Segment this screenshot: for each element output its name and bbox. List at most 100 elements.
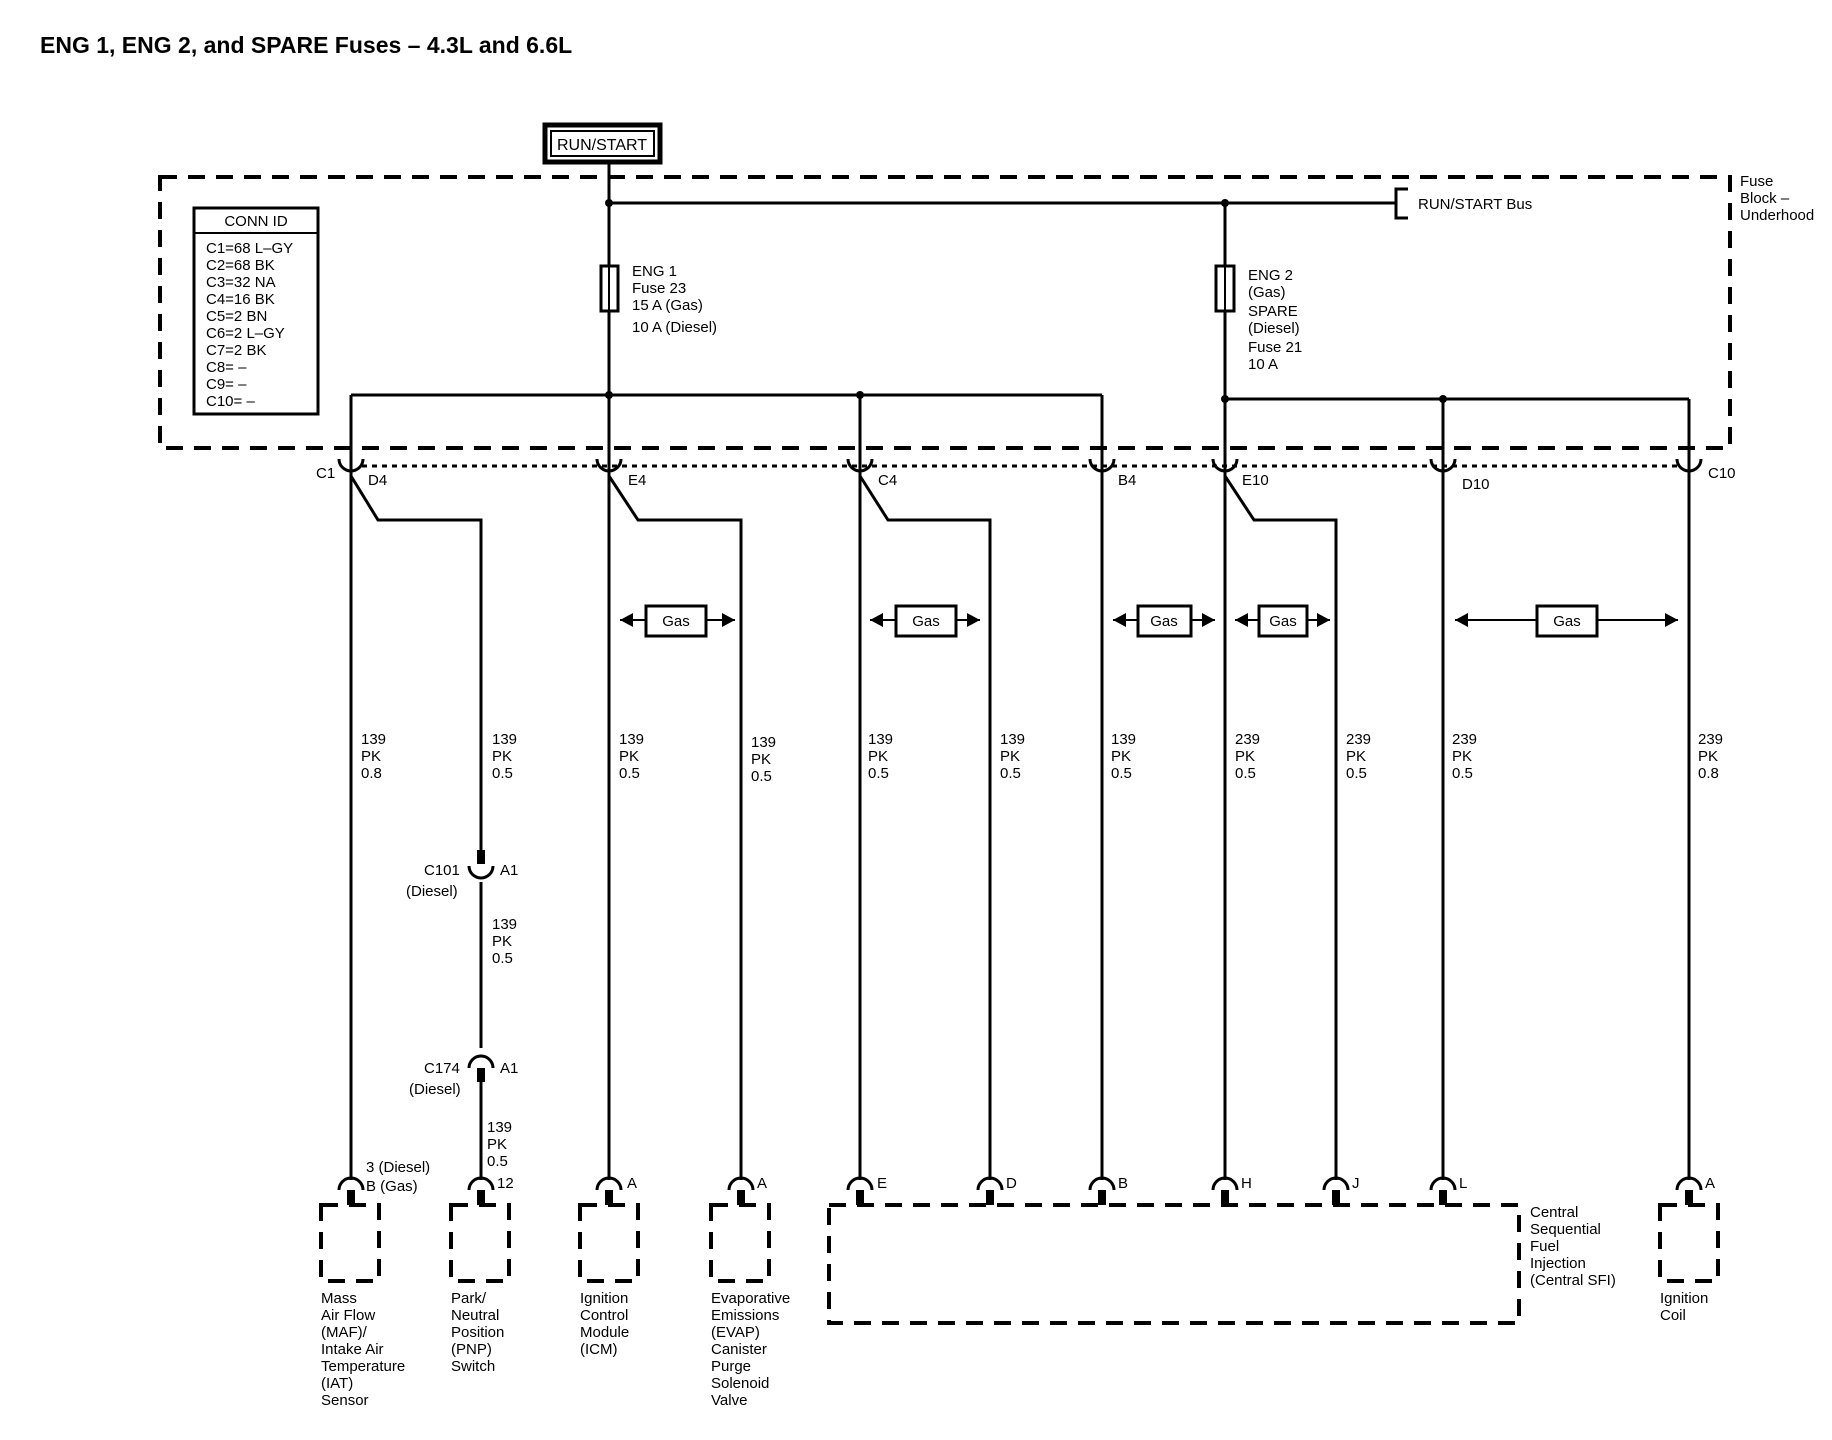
distribution-bar-eng1 <box>349 391 1104 450</box>
svg-text:Valve: Valve <box>711 1392 747 1409</box>
svg-text:C5=2 BN: C5=2 BN <box>206 308 267 325</box>
svg-text:Control: Control <box>580 1307 628 1324</box>
svg-text:PK: PK <box>1452 748 1472 765</box>
svg-text:PK: PK <box>1235 748 1255 765</box>
svg-text:J: J <box>1352 1175 1360 1192</box>
svg-text:A: A <box>627 1175 637 1192</box>
svg-text:A: A <box>1705 1175 1715 1192</box>
svg-text:PK: PK <box>619 748 639 765</box>
svg-text:0.5: 0.5 <box>619 765 640 782</box>
component-label-pnp: Park/ Neutral Position (PNP) Switch <box>451 1290 504 1375</box>
svg-text:C6=2 L–GY: C6=2 L–GY <box>206 325 285 342</box>
svg-text:RUN/START: RUN/START <box>557 137 647 154</box>
component-box-coil <box>1658 1203 1720 1283</box>
svg-text:PK: PK <box>361 748 381 765</box>
svg-text:0.5: 0.5 <box>1000 765 1021 782</box>
svg-text:C3=32 NA: C3=32 NA <box>206 274 276 291</box>
svg-text:E10: E10 <box>1242 472 1269 489</box>
svg-text:0.5: 0.5 <box>492 765 513 782</box>
svg-text:139: 139 <box>619 731 644 748</box>
component-box-pnp <box>449 1203 511 1283</box>
svg-text:ENG 1: ENG 1 <box>632 263 677 280</box>
svg-text:Gas: Gas <box>1553 613 1581 630</box>
svg-text:Block –: Block – <box>1740 190 1790 207</box>
fuse-block-label: Fuse Block – Underhood <box>1740 173 1814 224</box>
svg-text:B (Gas): B (Gas) <box>366 1178 418 1195</box>
svg-text:A1: A1 <box>500 862 518 879</box>
svg-text:A1: A1 <box>500 1060 518 1077</box>
svg-text:Ignition: Ignition <box>1660 1290 1708 1307</box>
svg-text:139: 139 <box>487 1119 512 1136</box>
svg-text:239: 239 <box>1698 731 1723 748</box>
svg-text:B4: B4 <box>1118 472 1136 489</box>
svg-text:12: 12 <box>497 1175 514 1192</box>
svg-text:Temperature: Temperature <box>321 1358 405 1375</box>
svg-text:C1: C1 <box>316 465 335 482</box>
svg-text:Gas: Gas <box>1269 613 1297 630</box>
svg-text:C10: C10 <box>1708 465 1736 482</box>
svg-text:PK: PK <box>1346 748 1366 765</box>
svg-text:(Central SFI): (Central SFI) <box>1530 1272 1616 1289</box>
svg-text:Central: Central <box>1530 1204 1578 1221</box>
svg-text:Evaporative: Evaporative <box>711 1290 790 1307</box>
svg-text:Canister: Canister <box>711 1341 767 1358</box>
svg-text:Ignition: Ignition <box>580 1290 628 1307</box>
svg-text:RUN/START Bus: RUN/START Bus <box>1418 196 1532 213</box>
svg-text:(Diesel): (Diesel) <box>406 883 458 900</box>
svg-text:C4: C4 <box>878 472 897 489</box>
svg-text:(IAT): (IAT) <box>321 1375 353 1392</box>
svg-text:Gas: Gas <box>1150 613 1178 630</box>
svg-text:(ICM): (ICM) <box>580 1341 618 1358</box>
component-pin-labels: 3 (Diesel) B (Gas) 12 A A E D B H J L A <box>366 1159 1715 1195</box>
svg-text:Fuse 21: Fuse 21 <box>1248 339 1302 356</box>
component-label-sfi: Central Sequential Fuel Injection (Centr… <box>1530 1204 1616 1289</box>
svg-text:10 A: 10 A <box>1248 356 1278 373</box>
svg-text:239: 239 <box>1452 731 1477 748</box>
gas-indicator: Gas <box>1235 604 1330 638</box>
svg-text:0.8: 0.8 <box>1698 765 1719 782</box>
svg-text:PK: PK <box>492 748 512 765</box>
svg-text:Position: Position <box>451 1324 504 1341</box>
svg-text:3 (Diesel): 3 (Diesel) <box>366 1159 430 1176</box>
svg-text:0.5: 0.5 <box>868 765 889 782</box>
svg-text:139: 139 <box>1111 731 1136 748</box>
svg-text:Intake Air: Intake Air <box>321 1341 384 1358</box>
svg-text:Module: Module <box>580 1324 629 1341</box>
svg-text:C10= –: C10= – <box>206 393 255 410</box>
component-box-icm <box>578 1203 640 1283</box>
svg-text:Sequential: Sequential <box>1530 1221 1601 1238</box>
component-pins <box>337 1176 1703 1191</box>
svg-text:239: 239 <box>1235 731 1260 748</box>
svg-text:C174: C174 <box>424 1060 460 1077</box>
inline-connector-c101: C101 (Diesel) A1 <box>406 850 518 900</box>
svg-text:139: 139 <box>492 731 517 748</box>
svg-text:D10: D10 <box>1462 476 1490 493</box>
svg-text:0.5: 0.5 <box>487 1153 508 1170</box>
svg-text:Emissions: Emissions <box>711 1307 779 1324</box>
svg-text:H: H <box>1241 1175 1252 1192</box>
component-label-coil: Ignition Coil <box>1660 1290 1708 1324</box>
svg-text:SPARE: SPARE <box>1248 303 1298 320</box>
gas-indicator: Gas <box>620 604 735 638</box>
svg-text:(Diesel): (Diesel) <box>409 1081 461 1098</box>
svg-text:Switch: Switch <box>451 1358 495 1375</box>
svg-text:Fuel: Fuel <box>1530 1238 1559 1255</box>
svg-text:(MAF)/: (MAF)/ <box>321 1324 368 1341</box>
svg-text:Gas: Gas <box>662 613 690 630</box>
run-start-bus: RUN/START Bus <box>609 187 1532 220</box>
svg-text:139: 139 <box>361 731 386 748</box>
svg-text:C2=68 BK: C2=68 BK <box>206 257 275 274</box>
component-box-sfi <box>827 1203 1521 1325</box>
svg-text:CONN ID: CONN ID <box>224 213 288 230</box>
fuse-eng1: ENG 1 Fuse 23 15 A (Gas) 10 A (Diesel) <box>599 203 717 395</box>
svg-text:139: 139 <box>492 916 517 933</box>
svg-text:D: D <box>1006 1175 1017 1192</box>
